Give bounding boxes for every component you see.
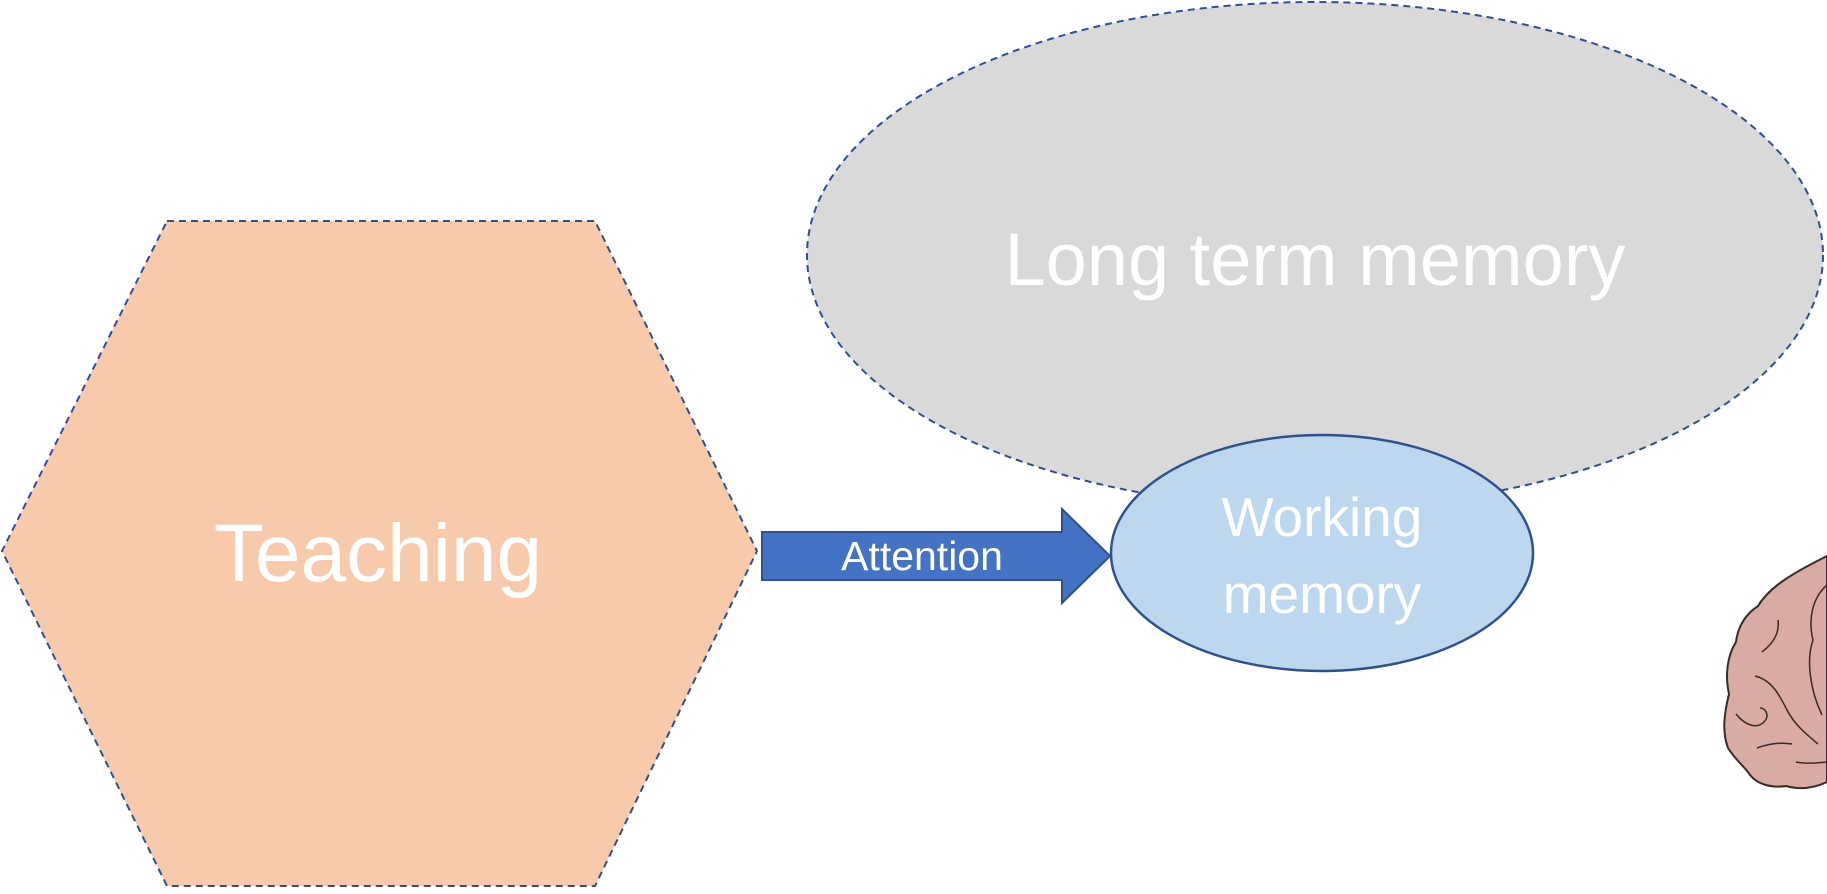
teaching-node: Teaching (0, 220, 759, 887)
working-memory-node: Working memory (1109, 433, 1535, 673)
attention-arrow: Attention (761, 506, 1112, 606)
brain-fold (1735, 707, 1768, 727)
brain-icon (1723, 554, 1827, 790)
brain-fold (1754, 675, 1819, 745)
attention-arrow-shape (761, 506, 1112, 606)
teaching-shape (0, 220, 759, 887)
working-memory-label-line2: memory (1223, 563, 1422, 625)
brain-fold (1761, 619, 1779, 653)
working-memory-label-line1: Working (1222, 486, 1423, 548)
long-term-memory-node: Long term memory (806, 1, 1824, 509)
working-memory-shape (1109, 433, 1535, 673)
teaching-label: Teaching (214, 508, 542, 599)
brain-fold (1795, 761, 1827, 764)
long-term-memory-label: Long term memory (1005, 218, 1626, 301)
attention-label: Attention (841, 533, 1003, 579)
brain-fold (1756, 742, 1793, 749)
brain-fold (1808, 584, 1827, 716)
brain-outline (1723, 554, 1827, 790)
